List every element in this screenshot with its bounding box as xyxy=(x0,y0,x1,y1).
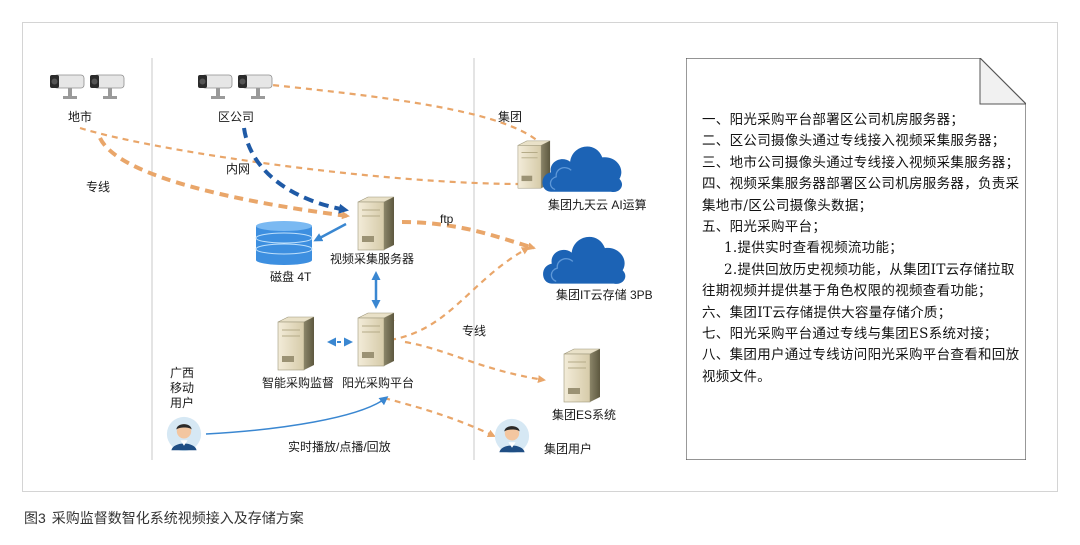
link-platform-to-es xyxy=(404,340,546,384)
camera-icon xyxy=(49,74,85,100)
label-video-server: 视频采集服务器 xyxy=(330,252,415,266)
link-platform-to-group-user xyxy=(383,396,496,438)
link-ftp-to-it-cloud xyxy=(401,220,536,251)
link-dishi-to-video-server xyxy=(98,137,350,220)
notes-panel: 一、阳光采购平台部署区公司机房服务器； 二、区公司摄像头通过专线接入视频采集服务… xyxy=(686,58,1026,460)
label-group-user: 集团用户 xyxy=(544,442,593,456)
note-item: 八、集团用户通过专线访问阳光采购平台查看和回放视频文件。 xyxy=(702,347,1020,385)
es-server-icon xyxy=(563,348,601,403)
label-neiwang: 内网 xyxy=(226,162,251,176)
orange-dashed-links xyxy=(79,82,549,438)
it-cloud-icon xyxy=(542,236,627,285)
figure-caption: 图3 采购监督数智化系统视频接入及存储方案 xyxy=(24,508,304,528)
label-zhineng: 智能采购监督 xyxy=(262,376,335,390)
group-user-icon xyxy=(494,418,530,454)
note-item: 2.提供回放历史视频功能，从集团IT云存储拉取往期视频并提供基于角色权限的视频查… xyxy=(702,261,1015,300)
link-server-to-disk xyxy=(313,222,347,242)
label-guangxi-user: 广西 移动 用户 xyxy=(170,366,195,410)
note-item: 四、视频采集服务器部署区公司机房服务器，负责采集地市/区公司摄像头数据； xyxy=(702,176,1020,214)
label-jituan: 集团 xyxy=(498,110,523,124)
link-neiwang-blue xyxy=(242,127,349,214)
note-item: 六、集团IT云存储提供大容量存储介质； xyxy=(702,304,952,321)
label-zhuanxian-left: 专线 xyxy=(86,180,111,194)
platform-server-icon xyxy=(357,312,395,367)
link-user-to-platform xyxy=(205,396,389,435)
note-item: 一、阳光采购平台部署区公司机房服务器； xyxy=(702,112,965,128)
supervise-server-icon xyxy=(277,316,315,371)
ai-cloud-icon xyxy=(541,145,623,193)
guangxi-user-icon xyxy=(166,416,202,452)
note-item: 七、阳光采购平台通过专线与集团ES系统对接； xyxy=(702,326,998,343)
label-yangguang: 阳光采购平台 xyxy=(342,376,415,390)
orange-thick-links xyxy=(98,137,536,251)
figure-caption-text: 采购监督数智化系统视频接入及存储方案 xyxy=(51,510,304,526)
video-server-icon xyxy=(357,196,395,251)
note-item: 五、阳光采购平台； xyxy=(702,219,827,236)
label-it-cloud: 集团IT云存储 3PB xyxy=(556,288,653,302)
notes-list: 一、阳光采购平台部署区公司机房服务器； 二、区公司摄像头通过专线接入视频采集服务… xyxy=(702,110,1020,388)
label-es: 集团ES系统 xyxy=(552,408,617,422)
label-qugongsi: 区公司 xyxy=(218,110,255,124)
note-item: 二、区公司摄像头通过专线接入视频采集服务器； xyxy=(702,133,1006,150)
label-ai-cloud: 集团九天云 AI运算 xyxy=(548,198,647,212)
camera-icon xyxy=(237,74,273,100)
label-ftp: ftp xyxy=(440,212,454,226)
camera-icon xyxy=(89,74,125,100)
note-item: 三、地市公司摄像头通过专线接入视频采集服务器； xyxy=(702,154,1020,171)
label-realtime: 实时播放/点播/回放 xyxy=(288,440,391,454)
notes-panel-shape xyxy=(686,58,1026,460)
label-dishi: 地市 xyxy=(68,110,93,124)
link-platform-to-it-cloud xyxy=(389,247,530,342)
link-qugongsi-to-ai-cloud xyxy=(261,82,549,152)
disk-icon xyxy=(255,221,313,265)
camera-icon xyxy=(197,74,233,100)
label-cipan: 磁盘 4T xyxy=(270,270,312,284)
link-dishi-to-ai-server xyxy=(79,126,532,189)
figure-number: 图3 xyxy=(24,510,46,526)
label-zhuanxian-mid: 专线 xyxy=(462,324,487,338)
note-item: 1.提供实时查看视频流功能； xyxy=(724,240,904,257)
